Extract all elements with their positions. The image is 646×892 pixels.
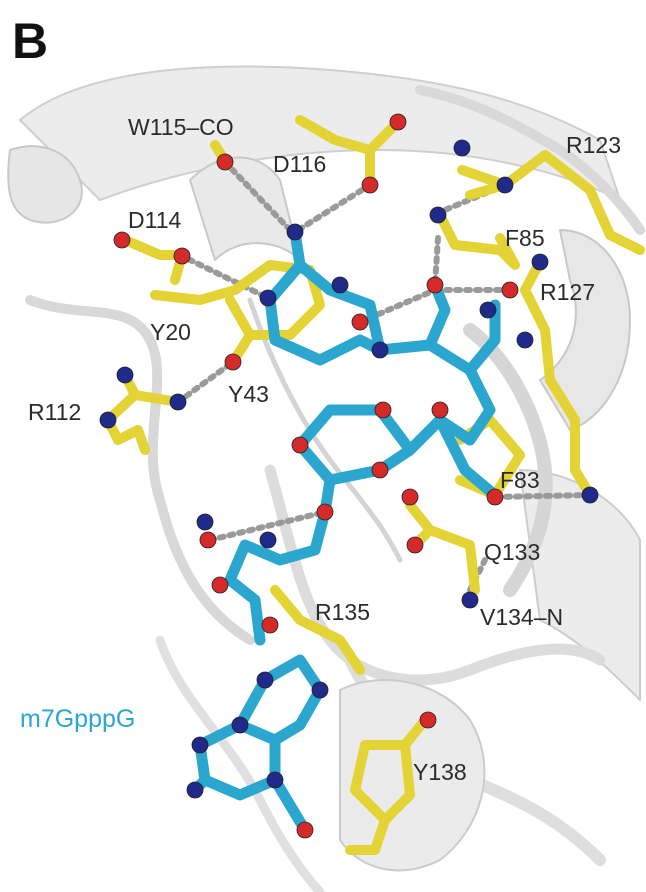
ligand-m7g-ring bbox=[264, 226, 386, 366]
label-v134: V134–N bbox=[480, 604, 563, 630]
sidechain-r135 bbox=[270, 585, 365, 675]
label-y43: Y43 bbox=[228, 381, 269, 407]
nitrogen-atom bbox=[99, 411, 117, 429]
hbond-r135 bbox=[207, 509, 328, 543]
residue-labels: W115–CO D116 R123 D114 F85 R127 Y20 Y43 … bbox=[28, 114, 621, 785]
nitrogen-atom bbox=[169, 393, 187, 411]
nitrogen-atom bbox=[259, 531, 277, 549]
oxygen-atom bbox=[374, 401, 392, 419]
ligand-label: m7GpppG bbox=[20, 705, 135, 733]
ligand-g-ring bbox=[189, 654, 326, 836]
oxygen-atom bbox=[211, 576, 229, 594]
nitrogen-atom bbox=[286, 223, 304, 241]
ribbon-helix-left bbox=[7, 145, 83, 224]
label-r135: R135 bbox=[315, 599, 370, 625]
panel-letter: B bbox=[12, 13, 48, 69]
ribbon-loop-bottom-left bbox=[155, 635, 325, 892]
oxygen-atom bbox=[389, 113, 407, 131]
hbond-w115 bbox=[222, 159, 293, 233]
oxygen-atom bbox=[296, 821, 314, 839]
nitrogen-atom bbox=[516, 331, 534, 349]
oxygen-atom bbox=[216, 153, 234, 171]
label-r123: R123 bbox=[566, 132, 621, 158]
nitrogen-atom bbox=[479, 301, 497, 319]
label-d116: D116 bbox=[273, 151, 326, 177]
sidechain-r112 bbox=[103, 370, 183, 455]
nitrogen-atom bbox=[331, 276, 349, 294]
nitrogen-atom bbox=[311, 681, 329, 699]
hbond-d114 bbox=[177, 252, 271, 301]
label-y20: Y20 bbox=[150, 319, 191, 345]
nitrogen-atom bbox=[453, 139, 471, 157]
nitrogen-atom bbox=[496, 176, 514, 194]
sidechain-d114 bbox=[120, 235, 187, 285]
oxygen-atom bbox=[486, 488, 504, 506]
hbond-f83 bbox=[492, 492, 593, 500]
oxygen-atom bbox=[291, 436, 309, 454]
ribbon-strand-top-right bbox=[415, 85, 645, 235]
atoms bbox=[99, 113, 599, 839]
oxygen-atom bbox=[316, 503, 334, 521]
oxygen-atom bbox=[173, 247, 191, 265]
nitrogen-atom bbox=[531, 253, 549, 271]
oxygen-atom bbox=[199, 531, 217, 549]
oxygen-atom bbox=[406, 536, 424, 554]
nitrogen-atom bbox=[266, 771, 284, 789]
ribbon-right-lower bbox=[519, 469, 641, 701]
oxygen-atom bbox=[431, 401, 449, 419]
hbond-y20 bbox=[175, 359, 236, 405]
ligand-m7g-ribose bbox=[374, 279, 501, 376]
label-w115: W115–CO bbox=[128, 114, 234, 140]
nitrogen-atom bbox=[231, 716, 249, 734]
sidechain-r127 bbox=[520, 257, 595, 500]
oxygen-atom bbox=[261, 616, 279, 634]
label-q133: Q133 bbox=[484, 539, 540, 565]
oxygen-atom bbox=[351, 313, 369, 331]
nitrogen-atom bbox=[196, 513, 214, 531]
sidechain-y138 bbox=[345, 715, 430, 855]
nitrogen-atom bbox=[429, 206, 447, 224]
nitrogen-atom bbox=[116, 366, 134, 384]
oxygen-atom bbox=[361, 176, 379, 194]
sidechain-f85 bbox=[435, 210, 520, 270]
label-r112: R112 bbox=[28, 399, 81, 425]
nitrogen-atom bbox=[371, 341, 389, 359]
label-y138: Y138 bbox=[413, 759, 467, 785]
ribbon-thin-center bbox=[247, 297, 403, 563]
nitrogen-atom bbox=[186, 781, 204, 799]
ribbon-strand-right bbox=[463, 323, 553, 597]
oxygen-atom bbox=[371, 461, 389, 479]
ribbon-loop-left bbox=[25, 295, 255, 645]
nitrogen-atom bbox=[461, 591, 479, 609]
label-r127: R127 bbox=[540, 279, 595, 305]
oxygen-atom bbox=[113, 231, 131, 249]
oxygen-atom bbox=[426, 276, 444, 294]
oxygen-atom bbox=[501, 281, 519, 299]
nitrogen-atom bbox=[191, 736, 209, 754]
hydrogen-bonds bbox=[175, 159, 593, 593]
nitrogen-atom bbox=[256, 671, 274, 689]
label-d114: D114 bbox=[128, 207, 181, 233]
oxygen-atom bbox=[401, 488, 419, 506]
label-f85: F85 bbox=[505, 225, 545, 251]
oxygen-atom bbox=[224, 353, 242, 371]
hbond-d116 bbox=[292, 182, 373, 235]
oxygen-atom bbox=[419, 711, 437, 729]
nitrogen-atom bbox=[581, 486, 599, 504]
ribbon-right-helix bbox=[539, 229, 631, 431]
label-f83: F83 bbox=[500, 467, 540, 493]
nitrogen-atom bbox=[259, 289, 277, 307]
